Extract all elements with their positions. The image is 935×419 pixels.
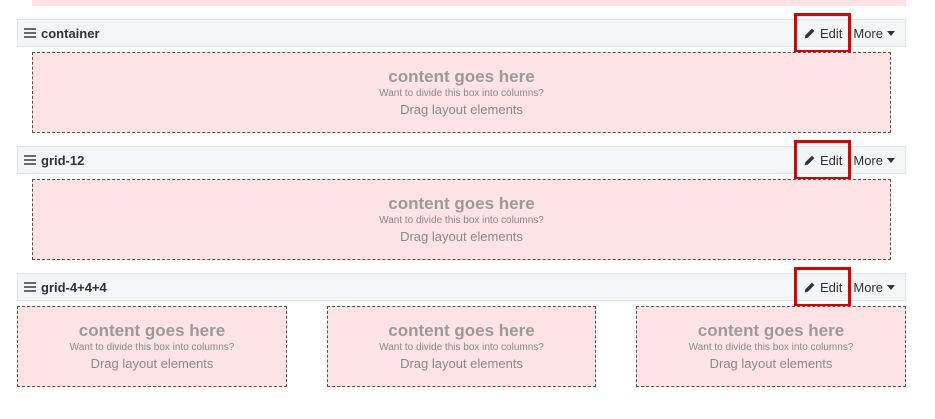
drop-zone-title: content goes here <box>388 321 535 340</box>
edit-label: Edit <box>819 25 843 41</box>
drop-zone-subtitle: Want to divide this box into columns? <box>379 215 544 226</box>
pencil-icon <box>804 282 815 292</box>
caret-down-icon <box>887 157 895 163</box>
drop-zone-title: content goes here <box>697 321 845 340</box>
more-dropdown[interactable]: More <box>853 153 895 168</box>
drop-zone-subtitle: Want to divide this box into columns? <box>69 342 235 353</box>
row-title: grid-4+4+4 <box>41 279 107 295</box>
drop-zone-column-1[interactable]: content goes here Want to divide this bo… <box>17 306 287 387</box>
drop-zone-title: content goes here <box>78 321 226 340</box>
more-dropdown[interactable]: More <box>853 280 895 295</box>
drop-zone-column-3[interactable]: content goes here Want to divide this bo… <box>636 306 906 387</box>
edit-label: Edit <box>819 279 843 295</box>
layout-row-header-grid-12: grid-12 Edit More <box>17 140 906 180</box>
pencil-icon <box>804 155 815 165</box>
pencil-icon <box>804 28 815 38</box>
more-label: More <box>853 279 883 295</box>
more-dropdown[interactable]: More <box>853 26 895 41</box>
drop-zone-hint: Drag layout elements <box>400 102 523 117</box>
drop-zone-subtitle: Want to divide this box into columns? <box>688 342 854 353</box>
drag-handle-icon[interactable] <box>24 28 36 38</box>
more-label: More <box>853 152 883 168</box>
row-title: container <box>41 25 100 41</box>
drop-zone-hint: Drag layout elements <box>400 229 523 244</box>
drop-zone-hint: Drag layout elements <box>90 356 214 371</box>
drop-zone[interactable]: content goes here Want to divide this bo… <box>32 52 891 133</box>
caret-down-icon <box>887 30 895 36</box>
edit-button[interactable]: Edit <box>793 267 852 307</box>
drag-handle-icon[interactable] <box>24 155 36 165</box>
drop-zone-title: content goes here <box>388 194 535 213</box>
caret-down-icon <box>887 284 895 290</box>
edit-label: Edit <box>819 152 843 168</box>
drop-zone-column-2[interactable]: content goes here Want to divide this bo… <box>327 306 596 387</box>
drop-zone-title: content goes here <box>388 67 535 86</box>
previous-drop-zone <box>32 0 906 6</box>
drop-zone[interactable]: content goes here Want to divide this bo… <box>32 179 891 260</box>
drop-zone-subtitle: Want to divide this box into columns? <box>379 88 544 99</box>
drag-handle-icon[interactable] <box>24 282 36 292</box>
layout-row-header-container: container Edit More <box>17 13 906 53</box>
row-title: grid-12 <box>41 152 85 168</box>
drop-zone-subtitle: Want to divide this box into columns? <box>379 342 544 353</box>
drop-zone-hint: Drag layout elements <box>400 356 523 371</box>
drop-zone-hint: Drag layout elements <box>709 356 833 371</box>
edit-button[interactable]: Edit <box>793 140 852 180</box>
more-label: More <box>853 25 883 41</box>
edit-button[interactable]: Edit <box>793 13 852 53</box>
layout-row-header-grid-4-4-4: grid-4+4+4 Edit More <box>17 267 906 307</box>
